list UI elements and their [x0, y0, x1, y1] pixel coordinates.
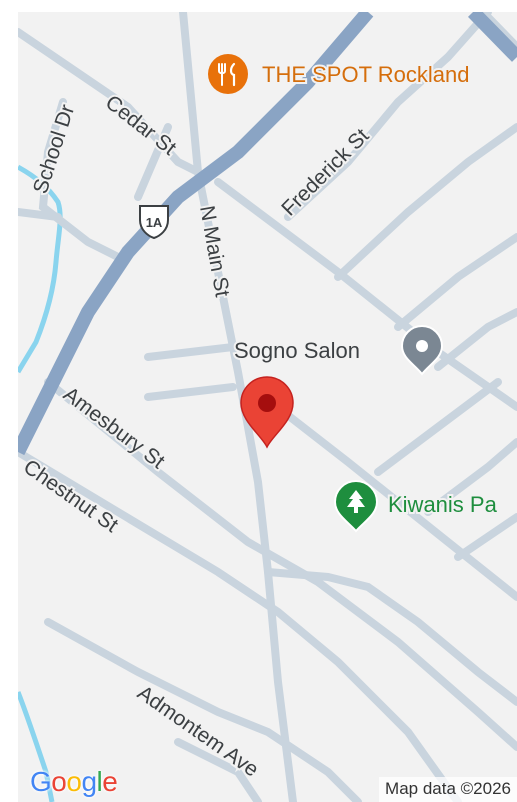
map-view[interactable]: School Dr Cedar St Frederick St N Main S… — [18, 12, 517, 802]
poi-restaurant[interactable]: THE SPOT Rockland — [208, 54, 471, 94]
us-route-shield-icon: 1A — [139, 205, 169, 240]
location-pin-icon[interactable] — [240, 376, 294, 449]
google-logo-letter: G — [30, 766, 52, 797]
google-logo-letter: g — [81, 766, 97, 797]
place-dot-icon — [400, 325, 444, 376]
poi-label-restaurant: THE SPOT Rockland — [262, 62, 469, 87]
google-logo-letter: e — [102, 766, 118, 797]
minor-roads — [18, 12, 517, 802]
map-attribution[interactable]: Map data ©2026 — [379, 777, 517, 802]
google-logo-letter: o — [66, 766, 82, 797]
poi-salon[interactable]: Sogno Salon — [232, 325, 444, 376]
google-logo[interactable]: Google — [30, 766, 118, 798]
poi-label-salon: Sogno Salon — [234, 338, 360, 363]
map-canvas[interactable]: School Dr Cedar St Frederick St N Main S… — [18, 12, 517, 802]
poi-park[interactable]: Kiwanis Pa — [333, 480, 500, 533]
google-logo-letter: o — [51, 766, 67, 797]
route-shield-label: 1A — [146, 215, 163, 230]
fork-knife-icon — [208, 54, 248, 94]
river-lower — [18, 691, 55, 802]
tree-icon — [333, 480, 379, 533]
highway-northeast — [467, 12, 517, 62]
google-logo-letter: l — [96, 766, 103, 797]
poi-label-park: Kiwanis Pa — [388, 492, 498, 517]
